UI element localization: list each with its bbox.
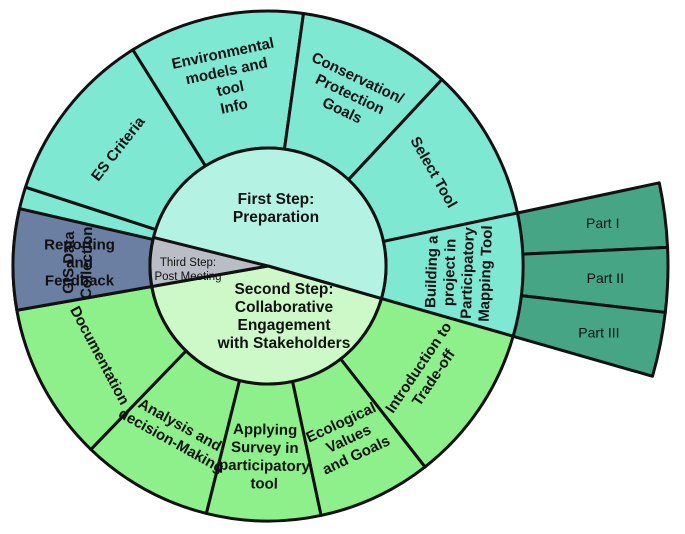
segment-label-applying-survey-in-participatory-tool: ApplyingSurvey inparticipatorytool xyxy=(219,420,312,493)
segment-label-gis-data-collection: GIS DataCollection xyxy=(59,226,95,299)
tool-part-label: Part III xyxy=(578,324,619,340)
hub-label-preparation: First Step:Preparation xyxy=(233,191,319,226)
segment-label-building-a-project-in-participatory-mapping-tool: Building aproject inParticipatoryMapping… xyxy=(421,223,495,322)
hub-label-post-meeting: Third Step:Post Meeting xyxy=(154,257,221,283)
tool-part-label: Part I xyxy=(586,215,619,231)
inner-hub xyxy=(148,146,388,386)
hub-collaborative xyxy=(150,264,383,386)
hub-post-meeting xyxy=(148,235,270,288)
tool-part-label: Part II xyxy=(587,270,624,286)
outer-ring xyxy=(11,9,670,523)
